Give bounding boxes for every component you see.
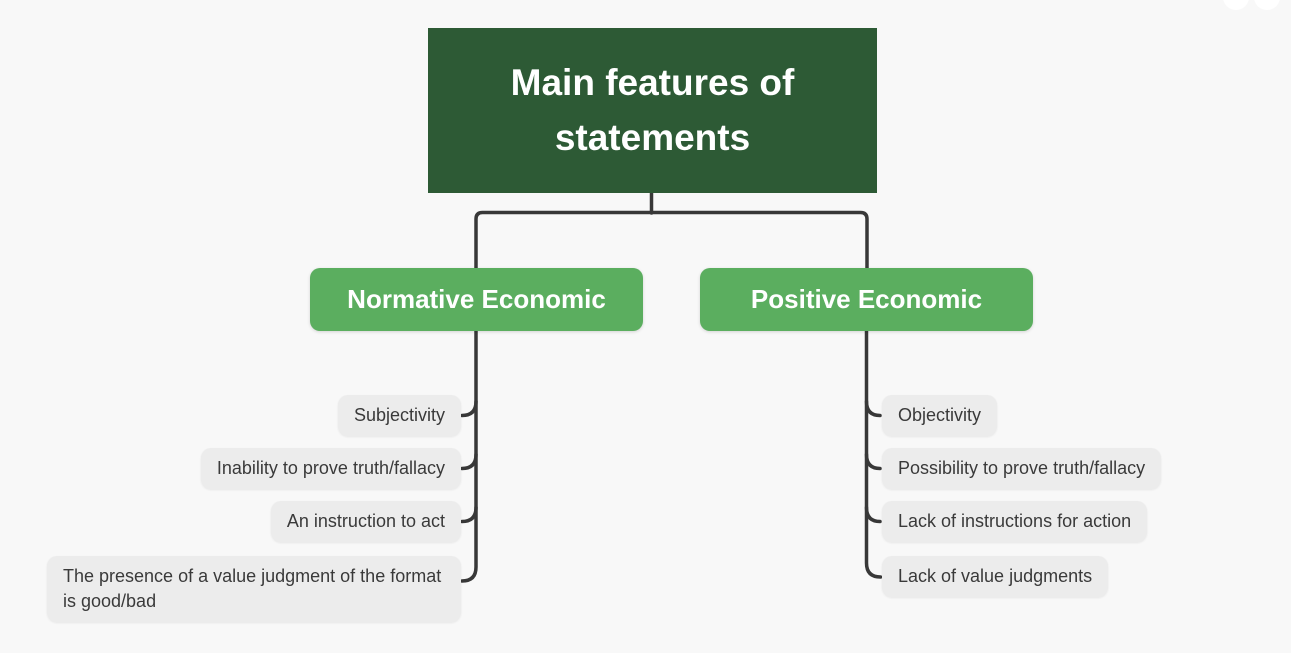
connector-right-trunk: [864, 298, 883, 579]
connector-right-stub-1: [864, 399, 882, 418]
connector-left-stub-3: [460, 505, 478, 524]
connector-left-stub-2: [460, 452, 478, 471]
connector-left-stub-1: [460, 399, 478, 418]
child-node-value-judgment[interactable]: The presence of a value judgment of the …: [47, 556, 461, 622]
connector-right-stub-3: [864, 505, 882, 524]
connector-right-stub-2: [864, 452, 882, 471]
root-node[interactable]: Main features of statements: [428, 28, 877, 193]
child-node-objectivity[interactable]: Objectivity: [882, 395, 998, 436]
child-node-lack-of-instructions[interactable]: Lack of instructions for action: [882, 501, 1148, 542]
connector-left-trunk: [460, 298, 478, 583]
child-node-lack-of-value-judgments[interactable]: Lack of value judgments: [882, 556, 1109, 597]
cropped-circle-decoration: [1223, 0, 1249, 10]
branch-node-normative-economic[interactable]: Normative Economic: [310, 268, 643, 331]
child-node-inability-to-prove[interactable]: Inability to prove truth/fallacy: [200, 448, 461, 489]
child-node-subjectivity[interactable]: Subjectivity: [337, 395, 461, 436]
connector-branch-rail: [474, 210, 869, 274]
child-node-instruction-to-act[interactable]: An instruction to act: [270, 501, 461, 542]
branch-node-positive-economic[interactable]: Positive Economic: [700, 268, 1033, 331]
cropped-circle-decoration: [1254, 0, 1280, 10]
child-node-possibility-to-prove[interactable]: Possibility to prove truth/fallacy: [882, 448, 1162, 489]
